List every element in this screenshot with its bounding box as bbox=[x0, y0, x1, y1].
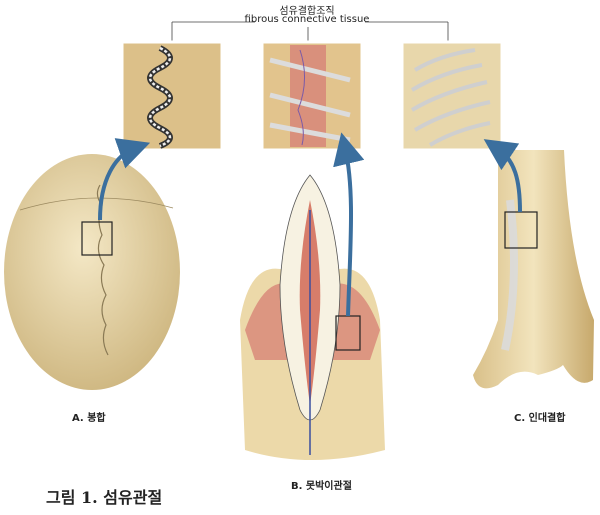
tooth-illustration bbox=[240, 132, 385, 460]
fibrous-tissue-label-korean: 섬유결합조직 bbox=[279, 6, 335, 17]
figure-caption: 그림 1. 섬유관절 bbox=[46, 488, 163, 507]
skull-illustration bbox=[4, 138, 180, 390]
fibrous-tissue-label-english: fibrous connective tissue bbox=[244, 14, 370, 25]
tibia-fibula-illustration bbox=[473, 139, 594, 389]
label-suture: A. 봉합 bbox=[72, 413, 106, 424]
label-syndesmosis: C. 인대결합 bbox=[514, 413, 566, 424]
inset-suture bbox=[120, 40, 224, 152]
inset-gomphosis bbox=[260, 40, 364, 152]
inset-syndesmosis bbox=[400, 40, 504, 152]
label-gomphosis: B. 못박이관절 bbox=[291, 481, 352, 492]
